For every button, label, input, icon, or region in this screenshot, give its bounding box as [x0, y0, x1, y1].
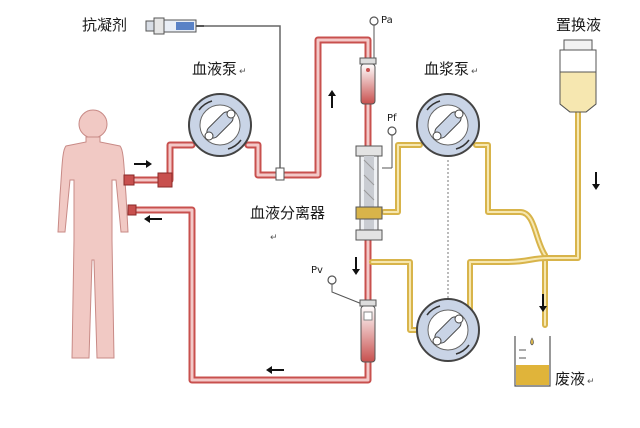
return-line: [131, 206, 372, 384]
label-pf: Pf: [387, 113, 397, 124]
replacement-pump: [416, 298, 480, 362]
arterial-needle: [123, 174, 135, 186]
arrow-left-bottom: [266, 366, 284, 374]
label-blood-pump: 血液泵↵: [192, 62, 247, 77]
arterial-line: [126, 36, 372, 184]
plasma-pump: [416, 93, 480, 157]
anticoagulant-line: [204, 25, 281, 172]
arrow-up-arterial: [328, 90, 336, 108]
plasma-lines: [369, 109, 581, 333]
label-waste: 废液↵: [555, 372, 595, 387]
label-anticoagulant: 抗凝剂: [82, 18, 127, 33]
label-separator-text: 血液分离器: [250, 204, 326, 222]
blood-separator: [355, 126, 397, 241]
edit-mark: ↵: [471, 67, 479, 77]
label-pa: Pa: [381, 15, 393, 26]
flow-arrows: [134, 90, 600, 374]
arterial-connector: [157, 172, 173, 188]
label-anticoagulant-text: 抗凝剂: [82, 16, 128, 34]
label-waste-text: 废液: [555, 370, 586, 388]
label-replacement-fluid: 置换液: [556, 18, 601, 33]
arrow-down-separator: [352, 257, 360, 275]
label-plasma-pump: 血浆泵↵: [424, 62, 479, 77]
pv-drip-chamber: [327, 275, 377, 363]
label-separator-mark: ↵: [268, 228, 278, 243]
arrow-down-replacement: [592, 172, 600, 190]
arrow-right-arterial: [134, 160, 152, 168]
venous-needle: [127, 204, 137, 216]
edit-mark: ↵: [239, 67, 247, 77]
label-replacement-fluid-text: 置换液: [556, 16, 602, 34]
blood-pump: [188, 93, 252, 157]
label-pv: Pv: [311, 265, 323, 276]
label-plasma-pump-text: 血浆泵: [424, 60, 470, 78]
edit-mark: ↵: [270, 233, 278, 243]
pa-drip-chamber: [359, 16, 379, 105]
patient-body: [57, 109, 129, 359]
arrow-left-return: [144, 215, 162, 223]
label-blood-pump-text: 血液泵: [192, 60, 238, 78]
label-separator: 血液分离器: [250, 206, 325, 221]
blood-lines: [126, 36, 372, 384]
anticoagulant-syringe: [145, 17, 204, 35]
arrow-down-waste: [539, 294, 547, 312]
waste-beaker: [514, 336, 551, 387]
edit-mark: ↵: [587, 377, 595, 387]
anticoagulant-junction: [275, 167, 285, 181]
replacement-fluid-bag: [559, 39, 597, 113]
